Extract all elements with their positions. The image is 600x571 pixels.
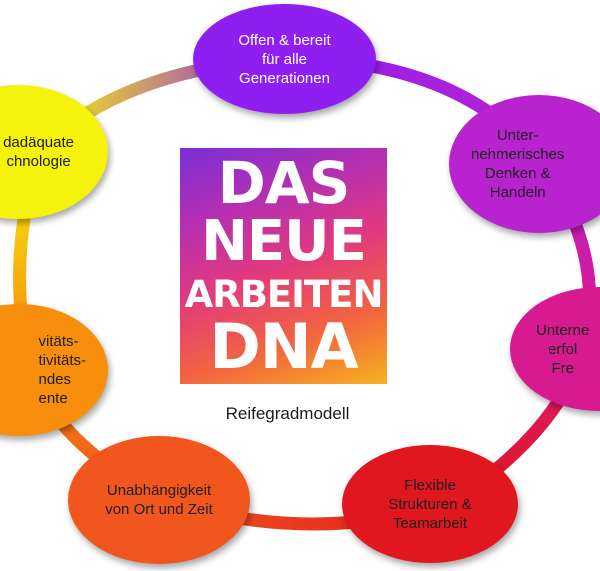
diagram-subtitle: Reifegradmodell xyxy=(225,404,350,423)
node-structures: Flexible Strukturen & Teamarbeit xyxy=(342,445,518,563)
node-generations: Offen & bereit für alle Generationen xyxy=(193,4,376,114)
node-generations-label: Offen & bereit für alle Generationen xyxy=(238,31,331,87)
logo-line-arbeiten: ARBEITEN xyxy=(184,273,384,316)
logo-line-dna: DNA xyxy=(209,310,358,383)
node-independence-label: Unabhängigkeit von Ort und Zeit xyxy=(105,482,213,518)
node-responsibility-label: vitäts- tivitäts- ndes ente xyxy=(38,333,86,407)
node-company-success-label: Unterne erfol Fre xyxy=(536,321,590,377)
node-independence: Unabhängigkeit von Ort und Zeit xyxy=(68,436,250,564)
das-neue-arbeiten-dna-logo: DAS NEUE ARBEITEN DNA xyxy=(180,148,387,384)
node-structures-label: Flexible Strukturen & Teamarbeit xyxy=(388,476,472,532)
node-entrepreneurial: Unter- nehmerisches Denken & Handeln xyxy=(449,95,600,233)
node-technology-label: dadäquate chnologie xyxy=(3,134,74,170)
logo-line-neue: NEUE xyxy=(201,209,367,274)
node-entrepreneurial-label: Unter- nehmerisches Denken & Handeln xyxy=(471,127,565,201)
logo-line-das: DAS xyxy=(217,149,351,217)
